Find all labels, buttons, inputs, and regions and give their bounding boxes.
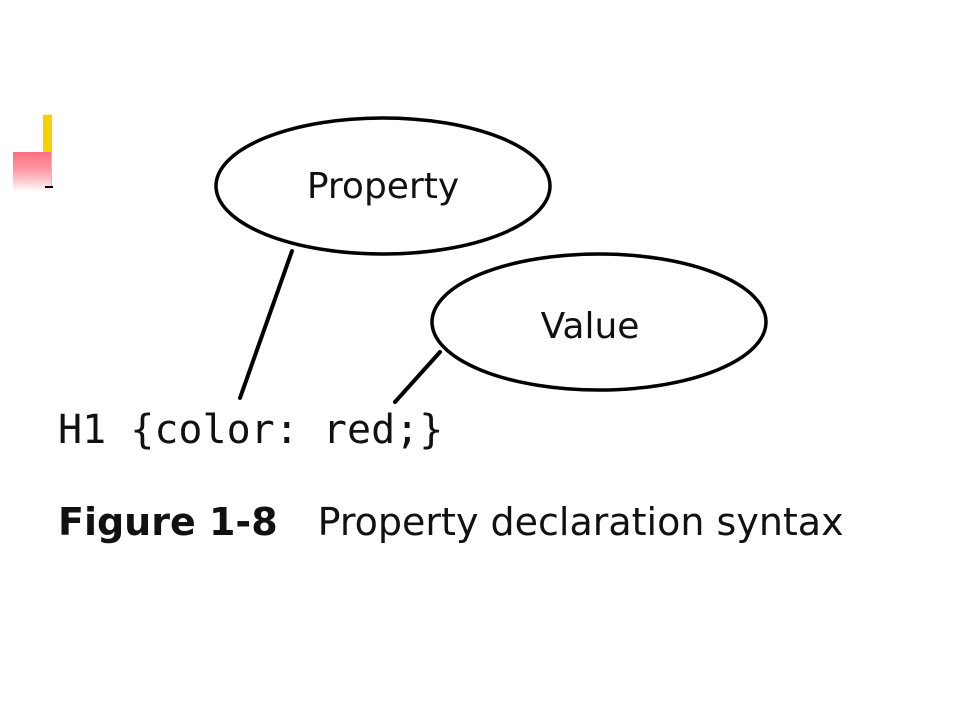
- property-ellipse: [214, 116, 552, 256]
- value-connector: [393, 350, 442, 404]
- value-label: Value: [541, 306, 640, 347]
- figure-caption: Figure 1-8 Property declaration syntax: [58, 496, 844, 548]
- property-connector: [238, 249, 294, 400]
- property-label: Property: [307, 166, 459, 207]
- accent-tick: [45, 186, 53, 188]
- accent-square: [13, 152, 51, 192]
- accent-bar: [43, 115, 52, 187]
- value-ellipse: [430, 252, 768, 392]
- figure-title: Property declaration syntax: [317, 500, 844, 544]
- figure-number: Figure 1-8: [58, 500, 278, 544]
- code-example: H1 {color: red;}: [58, 407, 444, 453]
